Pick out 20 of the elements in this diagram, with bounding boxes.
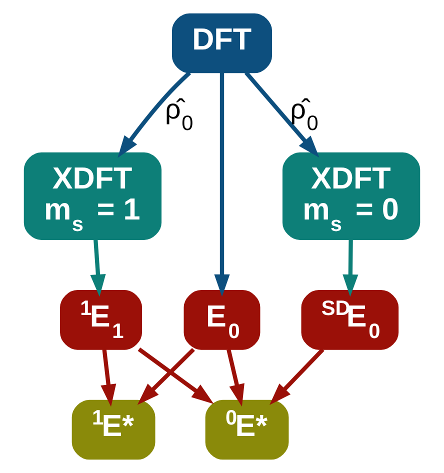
- arrow: [138, 347, 214, 404]
- node-box: $^{1}$E*: [72, 400, 156, 460]
- arrow: [118, 71, 192, 158]
- arrow: [100, 349, 116, 407]
- node-box: DFT: [172, 13, 272, 74]
- arrow: [137, 348, 195, 405]
- arrow: [270, 348, 324, 405]
- node-box: XDFT m$_{s}$ = 1: [24, 152, 162, 240]
- arrow: [244, 71, 320, 158]
- node-box: $^{0}$E*: [205, 400, 289, 460]
- edge-label: ρ̂$_{0}$: [290, 93, 318, 135]
- node-box: $^{SD}$E$_{0}$: [301, 290, 399, 350]
- node-box: E$_{0}$: [184, 290, 260, 350]
- node-box: XDFT m$_{s}$ = 0: [282, 152, 420, 240]
- arrow: [90, 240, 106, 297]
- arrow: [214, 72, 230, 297]
- node-box: $^{1}$E$_{1}$: [60, 290, 142, 350]
- edge-label: ρ̂$_{0}$: [164, 93, 194, 135]
- arrow: [226, 348, 244, 407]
- arrow: [342, 240, 358, 297]
